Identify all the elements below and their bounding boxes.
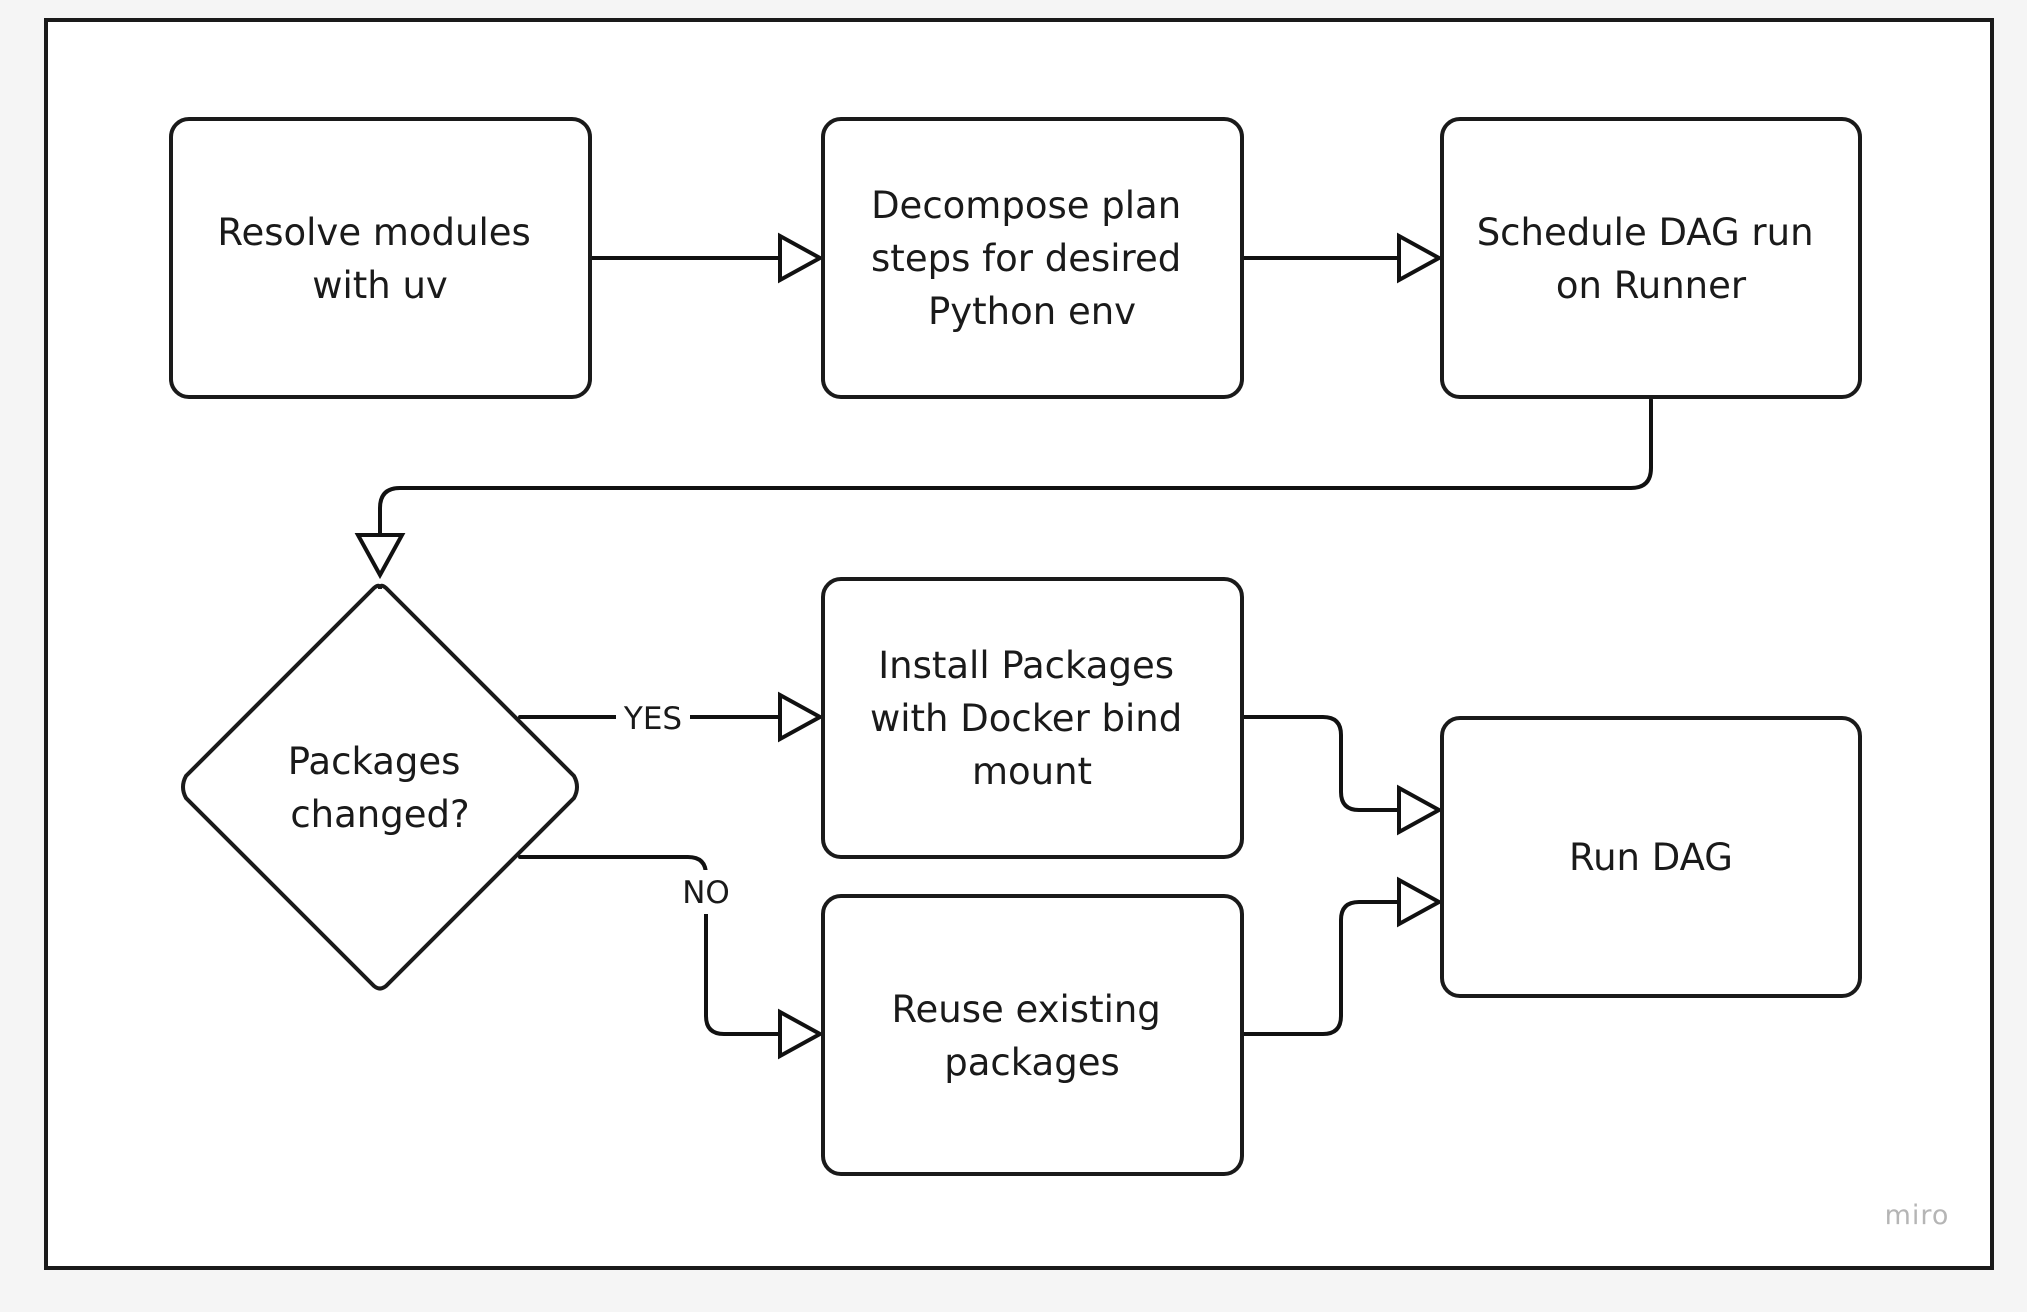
node-schedule-dag[interactable]: Schedule DAG run on Runner xyxy=(1440,117,1862,399)
edge-reuse-to-run xyxy=(1240,876,1444,1036)
svg-text:Schedule DAG run on Runn: Schedule DAG run on Runner xyxy=(1477,211,1826,307)
node-text-line: Run DAG xyxy=(1569,836,1733,879)
node-install-packages[interactable]: Install Packages with Docker bind mount xyxy=(821,577,1244,859)
node-text-line: Decompose plan xyxy=(871,184,1181,227)
yes-label: YES xyxy=(623,701,682,737)
node-text-line: mount xyxy=(972,750,1092,793)
node-text-line: Packages xyxy=(288,740,461,783)
node-text-line: Reuse existing xyxy=(891,988,1160,1031)
svg-text:Packages changed?: Packages changed? xyxy=(288,740,472,836)
node-text-line: Resolve modules xyxy=(217,211,530,254)
node-packages-changed-decision[interactable]: Packages changed? xyxy=(181,583,579,991)
svg-text:Reuse existing packages: Reuse existing packages xyxy=(891,988,1172,1084)
node-run-dag[interactable]: Run DAG xyxy=(1440,716,1862,998)
edge-resolve-to-decompose xyxy=(588,232,825,284)
arrowhead xyxy=(778,232,825,284)
arrowhead xyxy=(354,533,406,580)
node-text-line: with Docker bind xyxy=(870,697,1182,740)
node-resolve-modules[interactable]: Resolve modules with uv xyxy=(169,117,592,399)
node-text-line: changed? xyxy=(290,793,469,836)
edge-yes: YES xyxy=(518,691,825,743)
arrowhead xyxy=(1397,784,1444,836)
node-text-line: Schedule DAG run xyxy=(1477,211,1814,254)
svg-text:Install Packages with Do: Install Packages with Docker bind mount xyxy=(870,644,1194,793)
node-text-line: Install Packages xyxy=(878,644,1174,687)
arrowhead xyxy=(1397,232,1444,284)
node-text-line: on Runner xyxy=(1556,264,1747,307)
arrowhead xyxy=(778,691,825,743)
miro-watermark: miro xyxy=(1885,1200,1950,1231)
node-text-line: with uv xyxy=(312,264,448,307)
node-decompose-plan[interactable]: Decompose plan steps for desired Python … xyxy=(821,117,1244,399)
edge-schedule-to-decision xyxy=(354,398,1653,580)
node-text-line: packages xyxy=(944,1041,1119,1084)
no-label: NO xyxy=(682,875,730,911)
node-reuse-packages[interactable]: Reuse existing packages xyxy=(821,894,1244,1176)
edge-no: NO xyxy=(518,855,825,1060)
arrowhead xyxy=(1397,876,1444,928)
node-text-line: steps for desired xyxy=(871,237,1181,280)
edge-decompose-to-schedule xyxy=(1240,232,1444,284)
edge-install-to-run xyxy=(1240,715,1444,836)
node-text-line: Python env xyxy=(928,290,1136,333)
svg-text:Run DAG: Run DAG xyxy=(1569,836,1733,879)
svg-text:Resolve modules with uv: Resolve modules with uv xyxy=(217,211,542,307)
arrowhead xyxy=(778,1008,825,1060)
svg-text:Decompose plan steps for: Decompose plan steps for desired Python … xyxy=(871,184,1193,333)
